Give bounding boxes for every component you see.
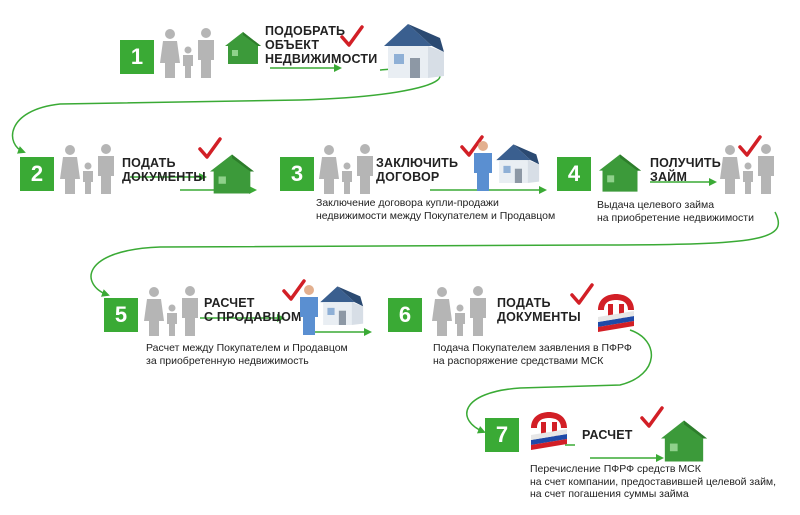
- family-icon: [432, 286, 486, 336]
- person-icon: [300, 285, 318, 335]
- arrow-4-to-5: [90, 211, 780, 297]
- family-icon: [160, 28, 214, 78]
- checkmark-icon: [460, 135, 484, 157]
- family-icon: [60, 144, 114, 194]
- family-icon: [720, 144, 774, 194]
- step-4-number: 4: [557, 157, 591, 191]
- step-3-number: 3: [280, 157, 314, 191]
- person-icon: [474, 141, 492, 191]
- checkmark-icon: [198, 137, 222, 159]
- green-house-icon: [661, 420, 707, 462]
- family-icon: [319, 144, 373, 194]
- green-house-icon: [599, 154, 641, 192]
- green-house-icon: [225, 32, 261, 64]
- step-5-number: 5: [104, 298, 138, 332]
- arrow-1-to-2: [11, 68, 441, 154]
- step-2-number: 2: [20, 157, 54, 191]
- blue-house-icon: [320, 286, 364, 325]
- checkmark-icon: [738, 135, 762, 157]
- pfr-logo-icon: [598, 294, 634, 332]
- blue-house-icon: [496, 144, 540, 183]
- checkmark-icon: [640, 406, 664, 428]
- green-house-icon: [210, 154, 254, 194]
- arrow-6-to-7: [466, 329, 653, 434]
- blue-house-icon: [384, 24, 444, 78]
- connector-lines: [11, 64, 780, 462]
- checkmark-icon: [570, 283, 594, 305]
- family-icon: [144, 286, 198, 336]
- checkmark-icon: [282, 279, 306, 301]
- step-6-number: 6: [388, 298, 422, 332]
- step-1-number: 1: [120, 40, 154, 74]
- checkmark-icon: [340, 25, 364, 47]
- step-7-title: РАСЧЕТ: [582, 428, 633, 442]
- pfr-logo-icon: [531, 412, 567, 450]
- step-7-number: 7: [485, 418, 519, 452]
